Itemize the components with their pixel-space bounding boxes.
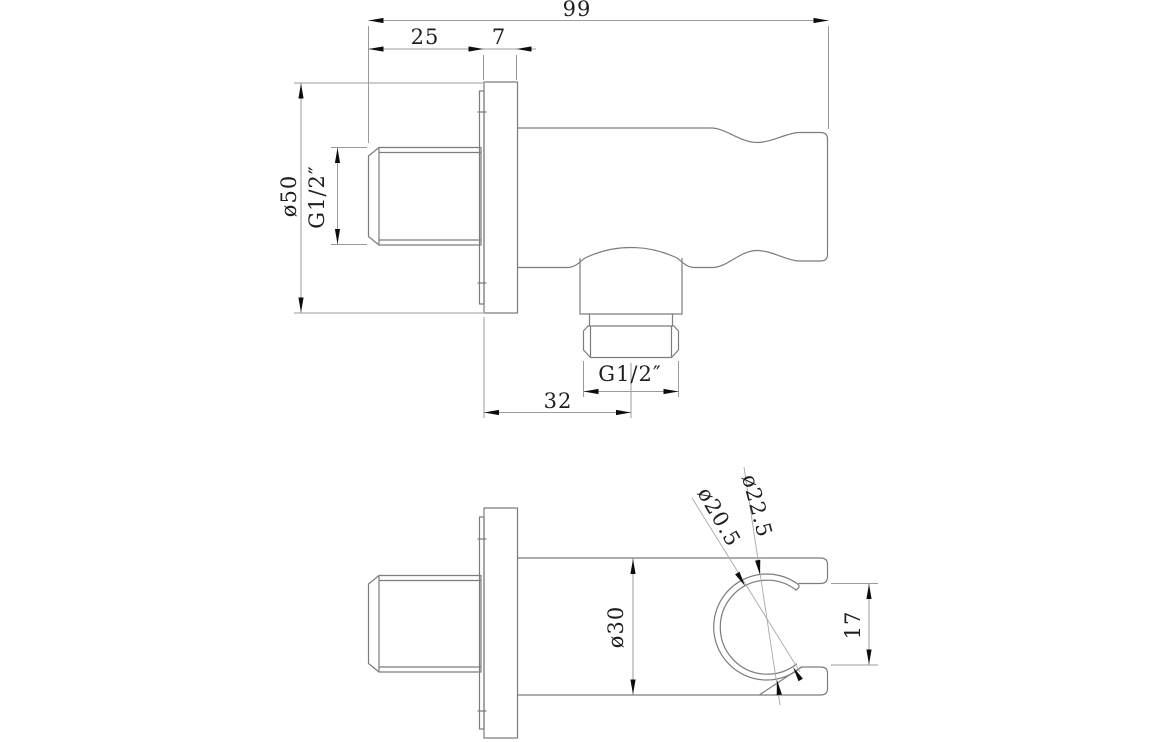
arrowhead	[368, 17, 384, 24]
arrowhead	[468, 46, 484, 52]
cradle-inner-leader-line	[691, 497, 801, 673]
cradle-mouth-hook	[795, 582, 800, 591]
dim-label-overall-depth: 99	[562, 0, 592, 21]
arrowhead	[776, 680, 782, 696]
dim-label-plate-diameter: ø50	[277, 174, 301, 218]
side-view-dimensions	[294, 17, 829, 418]
arrowhead	[484, 409, 499, 416]
arrowhead	[813, 17, 829, 24]
dim-label-body-diameter: ø30	[604, 605, 628, 649]
arrowhead	[334, 148, 341, 163]
inlet-thread-lines	[378, 151, 482, 241]
arrowhead	[735, 571, 745, 586]
arrowhead	[793, 667, 803, 682]
plate-strip-ticks	[477, 538, 487, 712]
outlet-boss-dome	[567, 246, 695, 269]
cradle-outer-ring	[713, 573, 803, 681]
depth-dimension-lines	[368, 20, 829, 143]
fork-arm-chamfer	[759, 666, 803, 696]
body-bottom-right-edge	[693, 249, 822, 269]
bottom-view-dimensions	[630, 466, 878, 706]
dim-label-plate-thickness: 7	[491, 25, 507, 49]
arrowhead	[516, 46, 532, 52]
wall-plate-back-strip	[478, 90, 485, 305]
dim-label-inlet-length: 25	[410, 25, 440, 49]
bottom-view-outline	[367, 507, 829, 739]
arrowhead	[334, 229, 341, 244]
dim-label-outlet-thread: G1/2″	[598, 362, 662, 386]
arrowhead	[616, 409, 631, 416]
arrowhead	[663, 388, 679, 395]
arrowhead	[630, 679, 636, 695]
side-view-outline	[367, 81, 829, 359]
holder-right-edge	[819, 138, 829, 262]
outlet-offset-dimension-lines	[483, 317, 632, 418]
dim-label-slot-width: 17	[841, 610, 865, 640]
arrowhead	[583, 388, 599, 395]
arrowhead	[866, 649, 872, 665]
arrowhead	[755, 559, 761, 575]
cradle-outer-leader-line	[743, 466, 781, 706]
arrowhead	[368, 46, 384, 52]
plate-diameter-dimension-lines	[294, 82, 483, 314]
cradle-inner-ring	[719, 579, 798, 675]
wall-plate	[483, 81, 519, 314]
wall-plate-back-strip	[478, 516, 485, 730]
inlet-thread-lines	[378, 579, 482, 668]
plate-strip-ticks	[477, 111, 487, 284]
dim-label-inlet-thread: G1/2″	[305, 165, 329, 229]
inlet-nipple	[367, 574, 482, 673]
outlet-collar	[588, 313, 674, 327]
wall-plate	[483, 507, 519, 739]
arrowhead	[298, 297, 304, 313]
outlet-boss	[579, 257, 683, 315]
dim-label-outlet-offset: 32	[543, 389, 573, 413]
inlet-nipple	[367, 146, 482, 246]
inlet-thread-dimension-lines	[331, 147, 367, 245]
arrowhead	[630, 559, 636, 574]
outlet-thread	[582, 325, 680, 359]
body-top-edge	[516, 127, 829, 144]
arrowhead	[866, 584, 872, 599]
fork-arm-lower	[759, 666, 829, 696]
outlet-thread-lines	[589, 326, 673, 358]
arrowhead	[298, 83, 304, 99]
body-top-edge-and-fork-arm	[516, 557, 829, 585]
